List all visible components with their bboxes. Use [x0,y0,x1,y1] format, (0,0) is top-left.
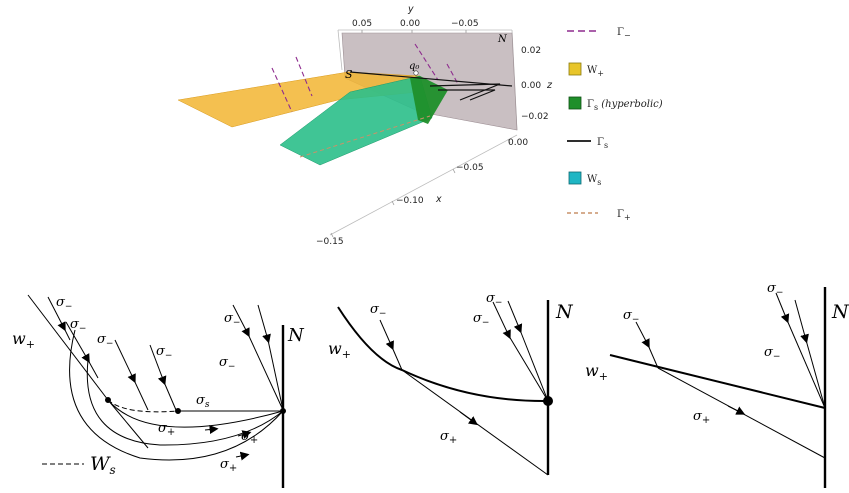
left-dot-1 [105,397,111,403]
x-tick-2: −0.10 [396,196,424,206]
left-n-label: N [287,325,305,346]
left-sigma-minus-arrow-4 [149,344,167,386]
right-sigma-minus-arrow-2 [775,292,790,324]
middle-sigma-minus-label-1: σ− [370,302,386,319]
left-w-plus-line-2 [107,399,149,449]
right-sigma-plus-label: σ+ [693,409,710,426]
left-w-plus-line [27,294,109,401]
middle-w-plus-curve [337,306,549,403]
panel-right [609,287,827,488]
y-axis-ticks [361,30,467,33]
middle-sigma-minus-arrow-2 [492,301,511,340]
left-ws-dashed-curve [107,399,179,413]
gamma-plus-curve [299,115,431,158]
point-s-label: S [345,68,353,81]
middle-dot [543,396,553,406]
plot-3d: 0.05 0.00 −0.05 y 0.02 0.00 −0.02 z 0.00… [177,4,553,247]
y-tick-2: −0.05 [451,19,479,29]
left-sigma-s-label: σs [196,393,210,410]
left-sigma-plus-arc-1 [107,399,284,428]
middle-sigma-minus-arrow-1 [379,319,394,351]
left-sigma-plus-label-1: σ+ [158,421,175,438]
left-sigma-minus-label-4: σ− [156,344,172,361]
panel-right-labels: N w+ σ− σ− σ− σ+ [585,281,849,426]
right-sigma-minus-arrow-3 [794,299,809,344]
z-tick-2: −0.02 [521,112,549,122]
right-sigma-minus-label-3: σ− [764,345,780,362]
panel-left-labels: N w+ σ− σ− σ− σ− σ− σ− σs σ+ σ+ σ+ Ws [12,295,305,477]
right-w-plus-line [609,354,826,409]
left-sigma-minus-arrow-2 [65,321,90,364]
legend-label-w-s: Ws [587,174,601,187]
legend-swatch-w-s [568,171,582,185]
left-sigma-minus-arrow-6 [257,304,271,344]
left-sigma-minus-arrow-1 [47,296,66,332]
middle-sigma-minus-label-2: σ− [486,291,502,308]
legend-swatch-w-plus [568,62,582,76]
right-sigma-minus-arrow-1 [635,321,650,349]
right-n-label: N [831,301,849,323]
middle-sigma-minus-arrow-3 [507,300,523,334]
legend-label-gamma-s: Γs [597,137,608,150]
legend-label-gamma-s-hyperbolic: Γs (hyperbolic) [587,99,663,112]
middle-w-plus-label: w+ [328,339,351,361]
middle-n-label: N [555,301,574,323]
left-sigma-minus-label-2: σ− [70,317,86,334]
y-axis-label: y [407,4,414,15]
point-q0 [413,70,419,76]
left-sigma-plus-label-3: σ+ [220,457,237,474]
z-tick-0: 0.02 [521,46,541,56]
left-sigma-plus-label-2: σ+ [241,429,258,446]
x-axis-ticks [330,138,511,238]
left-sigma-minus-arrow-5 [232,304,250,338]
x-axis-label: x [435,194,442,205]
middle-sigma-minus-label-3: σ− [473,311,489,328]
z-axis-label: z [546,80,553,91]
legend-label-w-plus: W+ [587,65,604,78]
y-tick-1: 0.00 [400,19,420,29]
left-sigma-minus-label-5: σ− [224,311,240,328]
x-tick-3: −0.15 [316,237,344,247]
left-w-plus-label: w+ [12,329,35,351]
panel-middle [337,300,553,476]
middle-sigma-plus-label: σ+ [440,429,457,446]
y-tick-0: 0.05 [352,19,372,29]
x-tick-1: −0.05 [456,163,484,173]
right-w-plus-label: w+ [585,361,608,383]
left-dot-2 [175,408,181,414]
legend-label-gamma-minus: Γ− [617,27,631,40]
left-dot-3 [280,408,286,414]
legend-label-gamma-plus: Γ+ [617,209,631,222]
legend: Γ− W+ Γs (hyperbolic) Γs Ws Γ+ [567,27,663,222]
z-tick-1: 0.00 [521,81,541,91]
left-sigma-minus-arrow-3 [114,339,136,384]
panel-left [27,294,286,488]
gamma-s-curves [349,71,513,101]
left-sigma-minus-label-1: σ− [56,295,72,312]
left-sigma-minus-label-3: σ− [97,332,113,349]
right-sigma-minus-label-2: σ− [767,281,783,298]
left-sigma-minus-label-6: σ− [219,355,235,372]
left-sigma-plus-arc-3 [69,329,284,461]
gamma-s-hyperbolic-surface [410,76,448,124]
left-sigma-plus-arc-2 [86,359,284,446]
panel-middle-labels: N w+ σ− σ− σ− σ+ [328,291,574,446]
right-sigma-minus-label-1: σ− [623,308,639,325]
legend-swatch-gamma-s-hyperbolic [568,96,582,110]
x-tick-0: 0.00 [508,138,528,148]
point-q0-label: q₀ [409,61,419,72]
left-legend-ws-label: Ws [90,453,116,477]
n-plane-label: N [497,34,508,45]
